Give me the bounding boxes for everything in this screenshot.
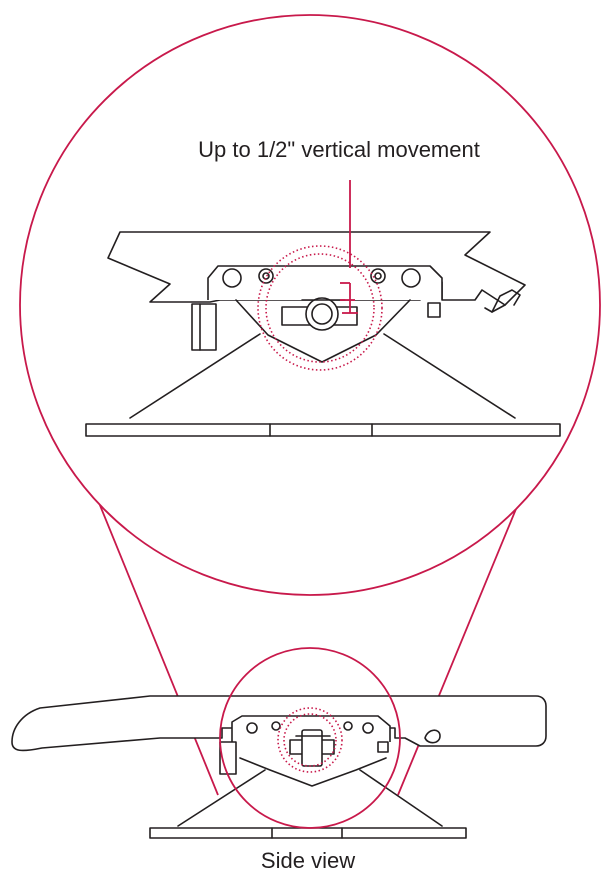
side-view-caption: Side view: [260, 848, 356, 873]
left-post: [191, 303, 217, 351]
right-tab: [427, 302, 441, 318]
small-slider-knob: [301, 729, 323, 767]
panel-hook: [491, 289, 521, 313]
movement-ring-outer: [257, 245, 383, 371]
enlarged-mechanism: [85, 231, 561, 437]
bracket-hole-right: [401, 268, 421, 288]
screw-right: [370, 268, 386, 284]
bracket-hole-left: [222, 268, 242, 288]
small-base-plate: [149, 827, 467, 839]
support-arm-right: [383, 333, 516, 419]
base-plate: [85, 423, 561, 437]
movement-ring-inner: [265, 253, 375, 363]
magnified-inset: [19, 14, 601, 796]
screw-left: [258, 268, 274, 284]
zoom-source-circle: [219, 647, 401, 829]
slider-knob: [305, 297, 339, 331]
mount-bracket: [207, 265, 443, 300]
panel-slot: [424, 729, 441, 744]
support-v: [235, 299, 411, 363]
support-arm-left: [129, 333, 261, 419]
full-side-view: [11, 647, 547, 839]
movement-callout-label: Up to 1/2" vertical movement: [198, 137, 480, 162]
